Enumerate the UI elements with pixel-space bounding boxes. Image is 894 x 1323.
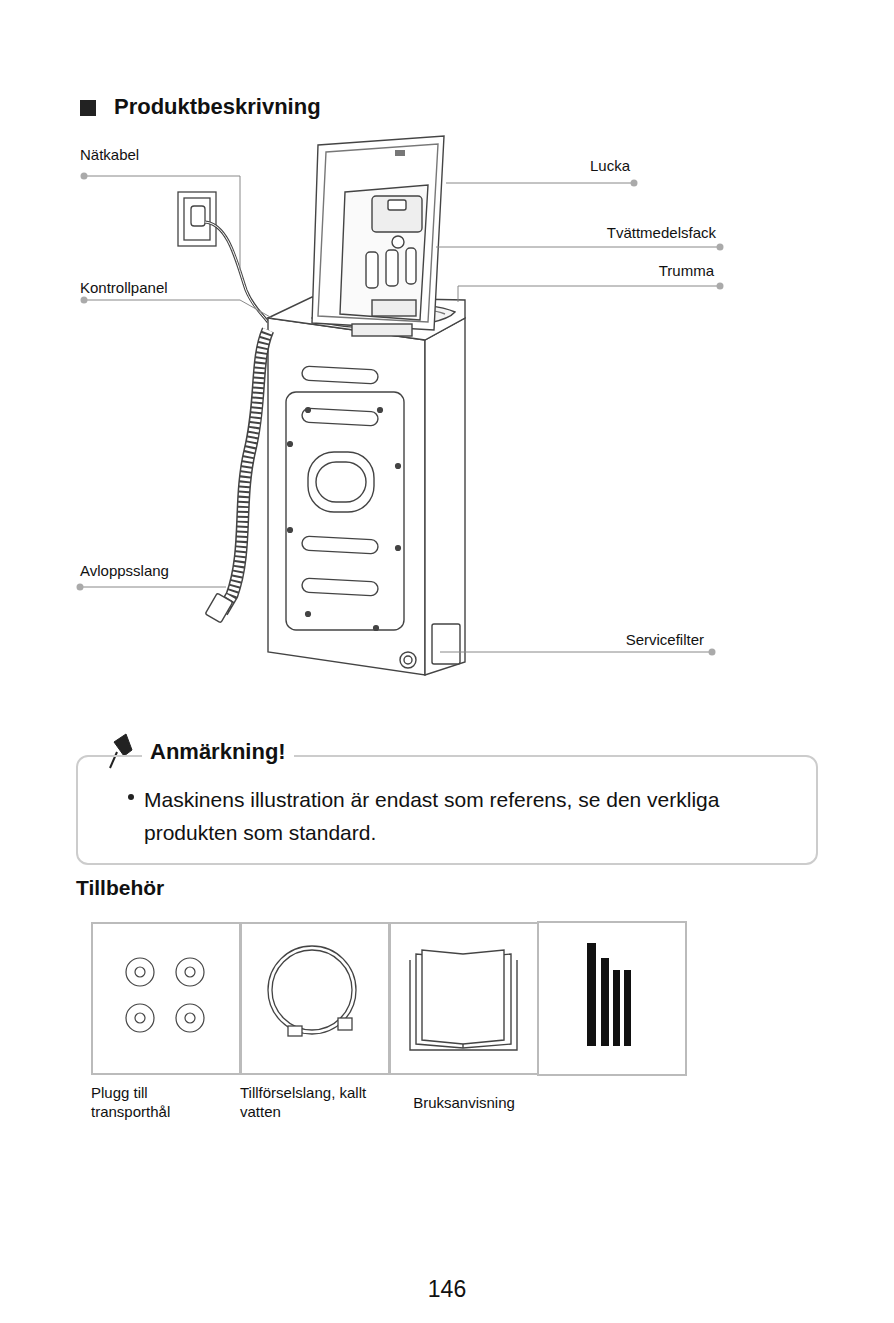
drain-hose (222, 330, 268, 612)
part-label: Kontrollpanel (80, 279, 168, 296)
pin-icon (110, 734, 132, 768)
inlet-hose (268, 946, 356, 1036)
accessory-box: Tillförselslang, kallt vatten (240, 922, 390, 1075)
manual-book (410, 950, 517, 1050)
leader-dots (77, 173, 724, 656)
note-box: Anmärkning!Maskinens illustration är end… (76, 755, 818, 865)
wall-socket (178, 192, 216, 246)
transport-plugs (126, 958, 204, 1032)
part-label: Avloppsslang (80, 562, 169, 579)
accessory-caption: Tillförselslang, kallt vatten (240, 1083, 380, 1121)
accessory-box: Plugg till transporthål (91, 922, 241, 1075)
page-title: Produktbeskrivning (114, 94, 321, 120)
part-label: Servicefilter (626, 631, 704, 648)
part-label: Trumma (659, 262, 714, 279)
part-label: Lucka (590, 157, 630, 174)
note-body: Maskinens illustration är endast som ref… (144, 783, 812, 849)
accessory-caption: Plugg till transporthål (91, 1083, 231, 1121)
accessory-box: Bruksanvisning (389, 922, 539, 1075)
washing-machine (268, 136, 465, 675)
power-cable (205, 222, 268, 322)
drain-hose-ribs (222, 330, 268, 612)
part-label: Tvättmedelsfack (607, 224, 716, 241)
part-label: Nätkabel (80, 146, 139, 163)
note-heading: Anmärkning! (142, 739, 294, 765)
accessory-box (538, 922, 686, 1075)
title-square (80, 100, 96, 116)
power-cable-inner (205, 222, 268, 322)
bullet (128, 794, 134, 800)
accessory-caption: Bruksanvisning (389, 1093, 539, 1112)
leader-lines (80, 176, 720, 652)
page-number: 146 (428, 1276, 466, 1303)
bars-symbol (587, 943, 631, 1046)
section-heading: Tillbehör (76, 876, 164, 900)
hose-end (205, 593, 233, 623)
